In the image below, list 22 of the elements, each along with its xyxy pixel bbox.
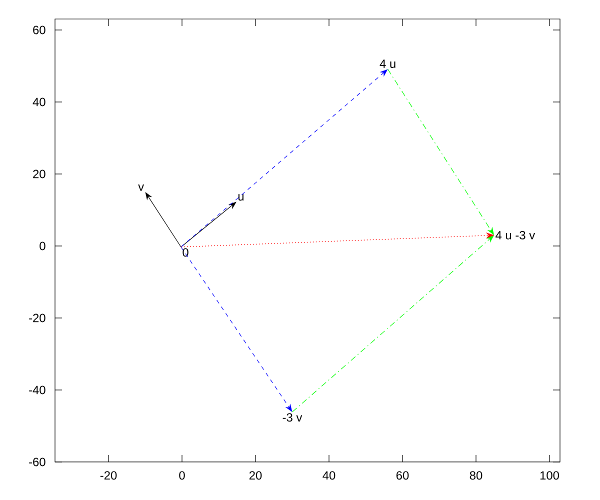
tick-label: -60	[29, 458, 46, 466]
tick-label: 60	[33, 26, 46, 34]
tick-label: 0	[40, 242, 46, 250]
vector-label: u	[238, 194, 244, 201]
tick-label: 80	[470, 471, 482, 480]
vector-label: 4 u	[380, 60, 396, 68]
vector-label: -3 v	[282, 413, 302, 422]
tick-label: 40	[322, 471, 336, 480]
tick-label: 40	[32, 98, 46, 106]
tick-label: 20	[33, 170, 46, 178]
vector-label: v	[138, 184, 144, 191]
vector-label: 4 u -3 v	[496, 230, 536, 240]
arrow	[180, 246, 292, 412]
vector-label: 0	[182, 248, 188, 257]
tick-label: 60	[396, 471, 409, 480]
tick-label: 20	[249, 471, 262, 480]
tick-label: -20	[29, 314, 46, 322]
tick-label: -20	[100, 471, 117, 480]
tick-label: -40	[29, 386, 46, 394]
arrow	[145, 192, 182, 248]
tick-label: 0	[179, 471, 185, 480]
tick-label: 100	[540, 471, 559, 480]
